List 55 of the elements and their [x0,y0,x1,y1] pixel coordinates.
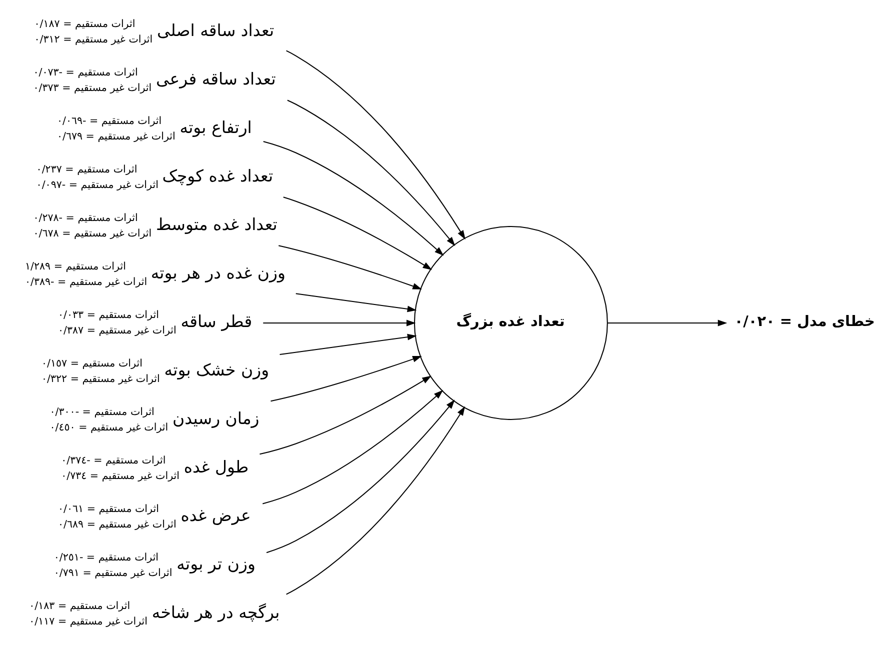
node-text: برگچه در هر شاخه [151,602,280,622]
node-text: قطر ساقه [180,312,252,331]
node-text: وزن خشک بوته [164,360,269,380]
node-label: اثرات غیر مستقیم = ٠/٦٨٩ [57,518,176,530]
node-label: اثرات غیر مستقیم = ٠/٤٥٠ [49,421,168,434]
arrow [295,293,416,312]
arrow [278,245,422,290]
node-label: اثرات مستقیم = -٠/٢٧٨ [32,212,138,224]
node-label: اثرات مستقیم = -٠/٠٦٩ [56,114,162,127]
arrow [607,320,727,326]
node-text: طول غده [183,457,248,476]
node-label: اثرات غیر مستقیم = ٠/٣٢٢ [40,372,160,385]
node-text: زمان رسیدن [172,408,259,428]
node-text: تعداد غده متوسط [156,214,277,234]
node-label: اثرات مستقیم = ٠/٢٣٧ [36,163,137,176]
arrow [286,50,465,240]
node-label: اثرات غیر مستقیم = ٠/٣٨٧ [57,324,176,336]
node-label: اثرات غیر مستقیم = -٠/٣٨٩ [24,276,147,288]
node-text: تعداد ساقه اصلی [156,20,274,40]
arrow [259,376,431,455]
node-label: اثرات مستقیم = ٠/١٨٧ [34,18,135,30]
node-label: اثرات غیر مستقیم = ٠/٦٧٩ [56,130,175,142]
arrow [282,196,432,270]
node-text: خطای مدل = ٠/٠٢٠ [734,314,874,330]
node-label: اثرات مستقیم = -٠/٣٠٠ [49,406,154,418]
node-label: اثرات غیر مستقیم = ٠/٧٩١ [53,566,172,579]
node-label: اثرات مستقیم = -٠/٠٧٣ [32,66,138,78]
node-text: وزن غده در هر بوته [150,263,285,282]
arrow [262,390,443,504]
node-text: تعداد ساقه فرعی [156,69,276,88]
node-label: اثرات مستقیم = ٠/٠٦١ [57,502,158,515]
arrow [262,320,416,326]
node-text: ارتفاع بوته [179,118,252,137]
arrow [279,334,416,356]
node-circle: تعداد غده بزرگ [413,226,608,420]
node-label: اثرات مستقیم = ١/٢٨٩ [24,260,126,272]
node-label: اثرات مستقیم = ٠/١٨٣ [28,600,130,612]
arrow [286,100,455,246]
arrow [266,400,454,554]
node-label: اثرات مستقیم = -٠/٣٧٤ [60,454,166,466]
node-text: وزن تر بوته [176,554,255,574]
node-label: اثرات غیر مستقیم = ٠/٣١٢ [34,33,152,46]
node-label: اثرات غیر مستقیم = -٠/٠٩٧ [36,178,158,191]
arrow [262,141,444,256]
arrow [270,356,422,402]
node-label: اثرات غیر مستقیم = ٠/٧٣٤ [60,470,180,482]
node-label: اثرات مستقیم = ٠/٠٣٣ [57,308,158,321]
arrow [286,406,465,595]
node-label: اثرات مستقیم = -٠/٢٥١ [53,551,158,564]
node-label: اثرات غیر مستقیم = ٠/١١٧ [28,615,148,628]
node-label: اثرات مستقیم = ٠/١٥٧ [40,357,142,370]
node-text: تعداد غده کوچک [162,166,273,186]
node-label: اثرات غیر مستقیم = ٠/٦٧٨ [32,227,152,240]
node-text: عرض غده [180,506,250,525]
node-label: اثرات غیر مستقیم = ٠/٣٧٣ [32,82,152,94]
